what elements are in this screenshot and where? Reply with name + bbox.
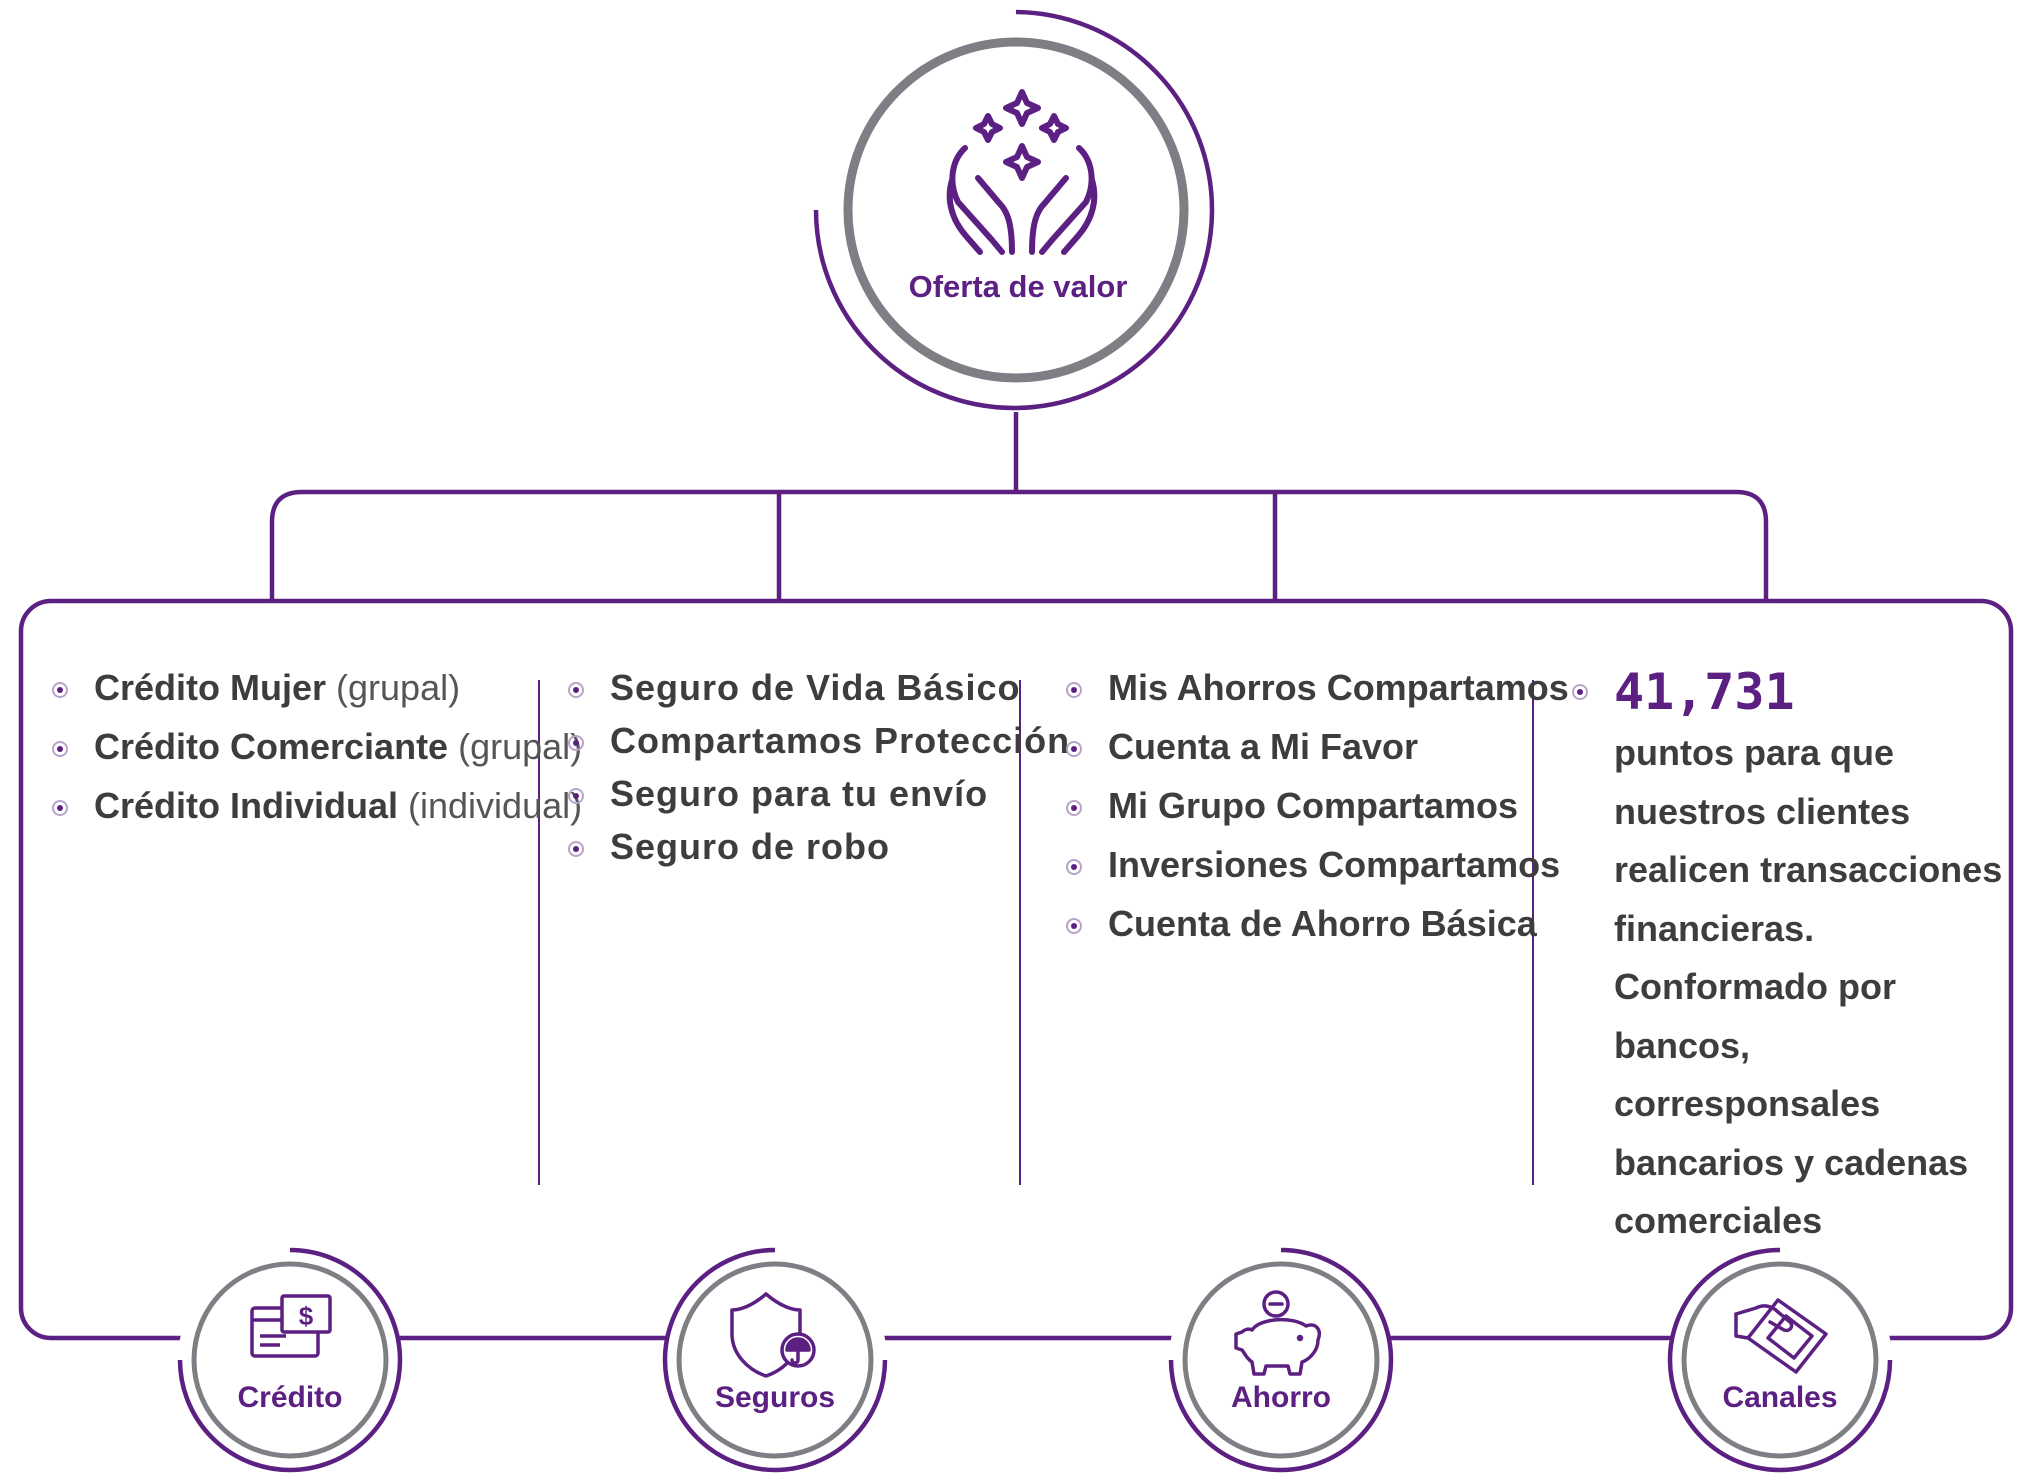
ahorro-column: Mis Ahorros Compartamos Cuenta a Mi Favo… xyxy=(1064,668,1569,963)
shield-umbrella-icon xyxy=(730,1292,816,1378)
list-item: Seguro para tu envío xyxy=(566,774,1070,814)
credito-column: Crédito Mujer (grupal) Crédito Comercian… xyxy=(50,668,582,845)
item-name: Seguro de robo xyxy=(610,826,891,867)
bullet-icon xyxy=(1066,918,1082,934)
bullet-icon xyxy=(1066,682,1082,698)
item-name: Cuenta de Ahorro Básica xyxy=(1108,903,1537,944)
seguros-column: Seguro de Vida Básico Compartamos Protec… xyxy=(566,668,1070,880)
top-node-label: Oferta de valor xyxy=(908,269,1128,304)
hand-banknote-icon xyxy=(1734,1298,1828,1374)
connector-bracket xyxy=(269,412,1769,601)
item-name: Crédito Comerciante xyxy=(94,726,449,767)
item-type: (grupal) xyxy=(336,667,461,708)
ahorro-node-label: Ahorro xyxy=(1231,1381,1331,1414)
bullet-icon xyxy=(52,800,68,816)
bullet-icon xyxy=(568,841,584,857)
svg-text:$: $ xyxy=(299,1301,314,1331)
bottom-node-ahorro xyxy=(1168,1247,1394,1473)
main-container-box xyxy=(18,598,2014,1341)
column-dividers xyxy=(538,680,1534,1185)
canales-column: 41,731 puntos para que nuestros clientes… xyxy=(1570,662,2010,1251)
item-name: Mis Ahorros Compartamos xyxy=(1108,667,1569,708)
bullet-icon xyxy=(568,735,584,751)
item-name: Cuenta a Mi Favor xyxy=(1108,726,1419,767)
bottom-node-credito xyxy=(177,1247,403,1473)
list-item: Seguro de robo xyxy=(566,827,1070,867)
canales-node-label: Canales xyxy=(1722,1381,1838,1414)
item-name: Crédito Individual xyxy=(94,785,399,826)
canales-description: puntos para que nuestros clientes realic… xyxy=(1614,732,2003,1241)
credito-node-label: Crédito xyxy=(237,1381,343,1414)
item-type: (grupal) xyxy=(458,726,583,767)
bullet-icon xyxy=(52,741,68,757)
hands-sparkles-icon xyxy=(946,89,1098,255)
bullet-icon xyxy=(1066,859,1082,875)
credit-card-money-icon: $ xyxy=(250,1294,332,1358)
list-item: Crédito Mujer (grupal) xyxy=(50,668,582,708)
list-item: Mis Ahorros Compartamos xyxy=(1064,668,1569,708)
item-name: Mi Grupo Compartamos xyxy=(1108,785,1519,826)
item-name: Crédito Mujer xyxy=(94,667,327,708)
bullet-icon xyxy=(1066,800,1082,816)
list-item: Compartamos Protección xyxy=(566,721,1070,761)
bullet-icon xyxy=(52,682,68,698)
points-number: 41,731 xyxy=(1614,663,1795,721)
piggy-bank-icon xyxy=(1234,1290,1321,1376)
list-item: Crédito Individual (individual) xyxy=(50,786,582,826)
list-item: Inversiones Compartamos xyxy=(1064,845,1569,885)
bullet-icon xyxy=(1066,741,1082,757)
list-item: Crédito Comerciante (grupal) xyxy=(50,727,582,767)
list-item: Seguro de Vida Básico xyxy=(566,668,1070,708)
bullet-icon xyxy=(568,682,584,698)
bullet-icon xyxy=(568,788,584,804)
item-name: Seguro de Vida Básico xyxy=(610,667,1021,708)
item-name: Inversiones Compartamos xyxy=(1108,844,1561,885)
list-item: Mi Grupo Compartamos xyxy=(1064,786,1569,826)
bottom-node-seguros xyxy=(662,1247,888,1473)
bullet-icon xyxy=(1572,684,1588,700)
seguros-node-label: Seguros xyxy=(714,1381,836,1414)
item-type: (individual) xyxy=(408,785,583,826)
list-item: Cuenta de Ahorro Básica xyxy=(1064,904,1569,944)
item-name: Seguro para tu envío xyxy=(610,773,989,814)
canales-points-count: 41,731 xyxy=(1570,662,2010,722)
item-name: Compartamos Protección xyxy=(610,720,1071,761)
top-node-oferta-de-valor xyxy=(813,9,1216,411)
list-item: Cuenta a Mi Favor xyxy=(1064,727,1569,767)
